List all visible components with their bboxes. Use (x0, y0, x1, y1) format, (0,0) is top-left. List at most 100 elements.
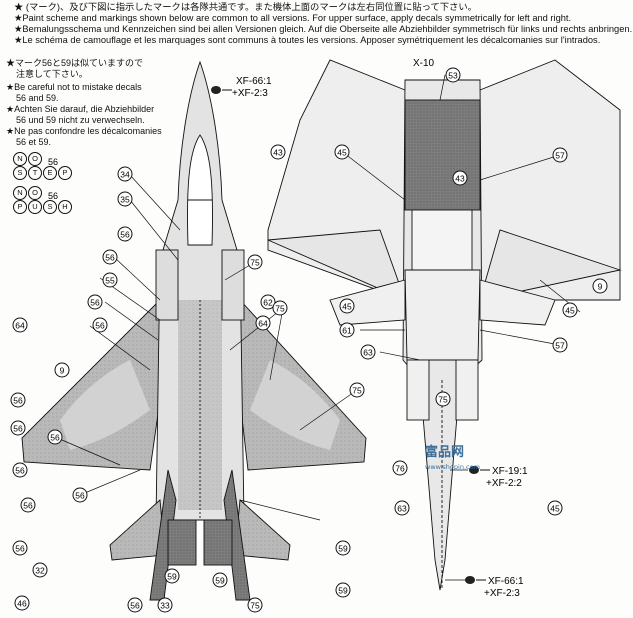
callout-circle (87, 294, 103, 310)
callout-circle (10, 420, 26, 436)
callout-number: 56 (120, 230, 130, 240)
paint-marker-top (211, 86, 232, 94)
caution-jp-1: ★マーク56と59は似ていますので (6, 58, 144, 68)
callout-circle (102, 272, 118, 288)
callout-circle (32, 562, 48, 578)
no-step-ref: 56 (48, 157, 58, 167)
callout-number: 32 (35, 566, 45, 576)
caution-fr-1: ★Ne pas confondre les décalcomanies (6, 126, 162, 136)
caution-fr-2: 56 et 59. (16, 137, 52, 147)
paint-marker-bottom (465, 576, 486, 584)
callout-circle (552, 147, 568, 163)
callout-number: 9 (60, 366, 65, 376)
callout-number: 59 (338, 544, 348, 554)
callout-number: 56 (95, 321, 105, 331)
callout-circle (392, 460, 408, 476)
callout-circle (164, 568, 180, 584)
paint-ref-top-1: XF-66:1 (236, 76, 272, 87)
callout-number: 33 (160, 601, 170, 611)
caution-en-2: 56 and 59. (16, 93, 59, 103)
callout-circle (360, 344, 376, 360)
callout-number: 57 (555, 151, 565, 161)
callout-number: 75 (250, 601, 260, 611)
callout-circle (335, 582, 351, 598)
top-view (21, 60, 367, 601)
paint-ref-mid-2: +XF-2:2 (486, 478, 522, 489)
callout-number: 55 (105, 276, 115, 286)
code-letter: O (28, 186, 42, 200)
code-letter: P (13, 200, 27, 214)
code-letter: O (28, 152, 42, 166)
code-letter: T (28, 166, 42, 180)
callout-circle (157, 597, 173, 613)
callout-circle (255, 315, 271, 331)
callout-circle (20, 497, 36, 513)
caution-de-1: ★Achten Sie darauf, die Abziehbilder (6, 104, 155, 114)
callout-circle (12, 462, 28, 478)
callout-circle (547, 500, 563, 516)
callout-circle (92, 317, 108, 333)
callout-number: 56 (15, 544, 25, 554)
callout-circle (260, 294, 276, 310)
callout-number: 43 (455, 174, 465, 184)
callout-circle (435, 391, 451, 407)
callout-circle (272, 300, 288, 316)
callout-circle (270, 144, 286, 160)
watermark-main: 富品网 (425, 445, 465, 460)
code-letter: S (13, 166, 27, 180)
paint-marker-mid (469, 466, 490, 474)
callout-number: 46 (17, 599, 27, 609)
callout-number: 56 (23, 501, 33, 511)
paint-ref-bottom-2: +XF-2:3 (484, 588, 520, 599)
code-letter: P (58, 166, 72, 180)
bottom-view (267, 59, 622, 591)
code-letter: N (13, 152, 27, 166)
callout-number: 75 (250, 258, 260, 268)
callout-circle (117, 166, 133, 182)
callout-circle (335, 540, 351, 556)
callout-number: 34 (120, 170, 130, 180)
callout-number: 61 (342, 326, 352, 336)
callout-number: 56 (130, 601, 140, 611)
callout-number: 63 (363, 348, 373, 358)
callout-number: 45 (565, 306, 575, 316)
no-push-ref: 56 (48, 191, 58, 201)
caution-jp-2: 注意して下さい。 (16, 69, 88, 79)
callout-number: 45 (550, 504, 560, 514)
callout-number: 45 (337, 148, 347, 158)
header-line-de: ★Bemalungsschema und Kennzeichen sind be… (14, 24, 633, 34)
header-line-fr: ★Le schéma de camouflage et les marquage… (14, 35, 601, 45)
callout-number: 75 (352, 386, 362, 396)
callout-number: 56 (13, 424, 23, 434)
callout-number: 64 (15, 321, 25, 331)
callout-circle (72, 487, 88, 503)
callout-circle (54, 362, 70, 378)
callout-number: 56 (13, 396, 23, 406)
callout-number: 75 (438, 395, 448, 405)
callout-number: 56 (50, 433, 60, 443)
code-letter: N (13, 186, 27, 200)
callout-number: 75 (275, 304, 285, 314)
callout-number: 56 (75, 491, 85, 501)
callout-circle (334, 144, 350, 160)
callout-number: 76 (395, 464, 405, 474)
callout-number: 57 (555, 341, 565, 351)
watermark-logo: 富品网 www.shopin.com (425, 446, 485, 474)
callout-number: 59 (338, 586, 348, 596)
header-line-jp: ★ (マーク)、及び下図に指示したマークは各隊共通です。また機体上面のマークは左… (14, 2, 477, 12)
code-letter: S (43, 200, 57, 214)
callout-circle (12, 540, 28, 556)
callout-circle (339, 322, 355, 338)
callout-circle (339, 298, 355, 314)
callout-circle (247, 597, 263, 613)
callout-number: 43 (273, 148, 283, 158)
callout-circle (212, 572, 228, 588)
callout-number: 53 (448, 71, 458, 81)
header-line-en: ★Paint scheme and markings shown below a… (14, 13, 572, 23)
paint-ref-mid-1: XF-19:1 (492, 466, 528, 477)
callout-circle (592, 278, 608, 294)
